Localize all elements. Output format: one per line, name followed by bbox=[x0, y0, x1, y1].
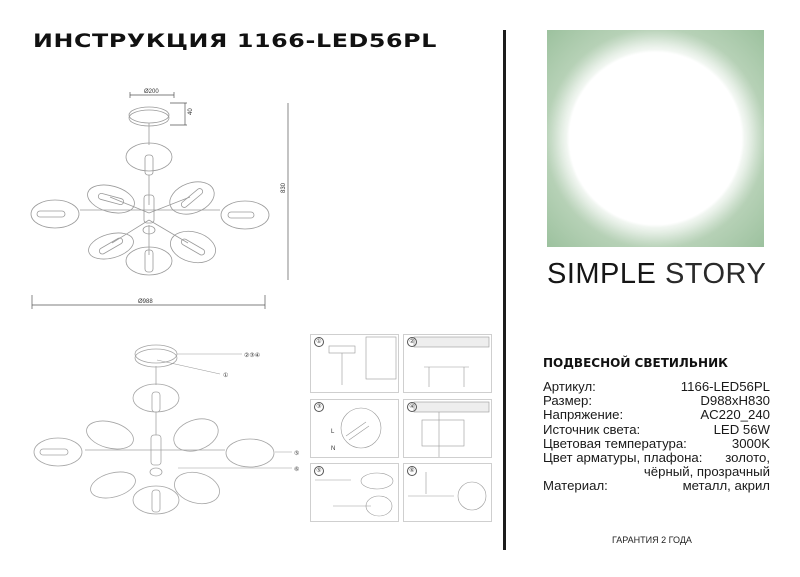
spec-value: чёрный, прозрачный bbox=[643, 464, 770, 480]
spec-row-light-source: Источник света: LED 56W bbox=[543, 421, 770, 437]
total-diameter-label: Ø988 bbox=[138, 299, 153, 305]
canopy-height-label: 40 bbox=[188, 108, 194, 115]
svg-text:L: L bbox=[331, 429, 335, 435]
spec-row-material: Материал: металл, акрил bbox=[543, 479, 770, 493]
callout-parts-234: ②③④ bbox=[244, 352, 260, 359]
brand-logo: SIMPLE STORY bbox=[547, 258, 766, 291]
total-height-label: 830 bbox=[281, 182, 287, 193]
callout-part-5: ⑤ bbox=[294, 450, 299, 457]
spec-row-article: Артикул: 1166-LED56PL bbox=[543, 379, 770, 394]
spec-label: Источник света: bbox=[543, 421, 641, 437]
spec-label: Материал: bbox=[543, 478, 608, 494]
svg-text:N: N bbox=[331, 446, 335, 452]
step-illustration bbox=[413, 336, 490, 387]
step-illustration bbox=[328, 336, 397, 385]
spec-value: 1166-LED56PL bbox=[680, 379, 770, 394]
step-number: ⑤ bbox=[314, 466, 324, 476]
step-number: ③ bbox=[314, 402, 324, 412]
canopy-diameter-label: Ø200 bbox=[144, 89, 159, 95]
step-panel-5: ⑤ bbox=[310, 463, 399, 522]
spec-row-size: Размер: D988xH830 bbox=[543, 394, 770, 408]
parts-drawing: ②③④ ① ⑤ ⑥ bbox=[33, 344, 299, 515]
spec-row-voltage: Напряжение: AC220_240 bbox=[543, 408, 770, 422]
product-photo bbox=[547, 30, 764, 247]
step-illustration: LN bbox=[331, 407, 382, 452]
callout-part-1: ① bbox=[223, 372, 228, 379]
spec-row-color-temp: Цветовая температура: 3000K bbox=[543, 435, 770, 451]
spec-label: Цветовая температура: bbox=[543, 435, 687, 451]
spec-row-color: Цвет арматуры, плафона: золото, bbox=[543, 450, 770, 466]
step-illustration bbox=[408, 472, 487, 511]
warranty-text: ГАРАНТИЯ 2 ГОДА bbox=[612, 535, 692, 545]
globe-lamp-image bbox=[571, 53, 741, 223]
step-illustration bbox=[413, 401, 490, 457]
callout-part-6: ⑥ bbox=[294, 466, 299, 473]
step-number: ⑥ bbox=[407, 466, 417, 476]
spec-list: Артикул: 1166-LED56PL Размер: D988xH830 На… bbox=[543, 379, 770, 494]
step-panel-2: ② bbox=[403, 334, 492, 393]
spec-value: золото, bbox=[725, 450, 770, 466]
spec-value: LED 56W bbox=[713, 421, 770, 437]
step-panel-4: ④ bbox=[403, 399, 492, 458]
product-type-heading: ПОДВЕСНОЙ СВЕТИЛЬНИК bbox=[543, 356, 728, 370]
step-number: ④ bbox=[407, 402, 417, 412]
spec-value: 3000K bbox=[731, 435, 770, 451]
step-number: ② bbox=[407, 337, 417, 347]
step-panel-6: ⑥ bbox=[403, 463, 492, 522]
brand-part-1: SIMPLE bbox=[547, 258, 657, 290]
spec-value: AC220_240 bbox=[700, 407, 770, 423]
spec-value: металл, акрил bbox=[682, 478, 770, 494]
document-title: ИНСТРУКЦИЯ 1166-LED56PL bbox=[33, 30, 437, 52]
step-panel-1: ① bbox=[310, 334, 399, 393]
vertical-divider bbox=[503, 30, 506, 550]
spec-row-color-continued: чёрный, прозрачный bbox=[543, 465, 770, 479]
spec-label: Размер: bbox=[543, 393, 592, 409]
step-illustration bbox=[315, 472, 394, 517]
spec-value: D988xH830 bbox=[700, 393, 770, 409]
spec-label: Артикул: bbox=[543, 379, 596, 394]
spec-label: Напряжение: bbox=[543, 407, 624, 423]
brand-part-2: STORY bbox=[664, 258, 767, 290]
spec-label: Цвет арматуры, плафона: bbox=[543, 450, 703, 466]
step-number: ① bbox=[314, 337, 324, 347]
dimension-drawing: Ø200 40 830 Ø988 bbox=[30, 89, 289, 309]
